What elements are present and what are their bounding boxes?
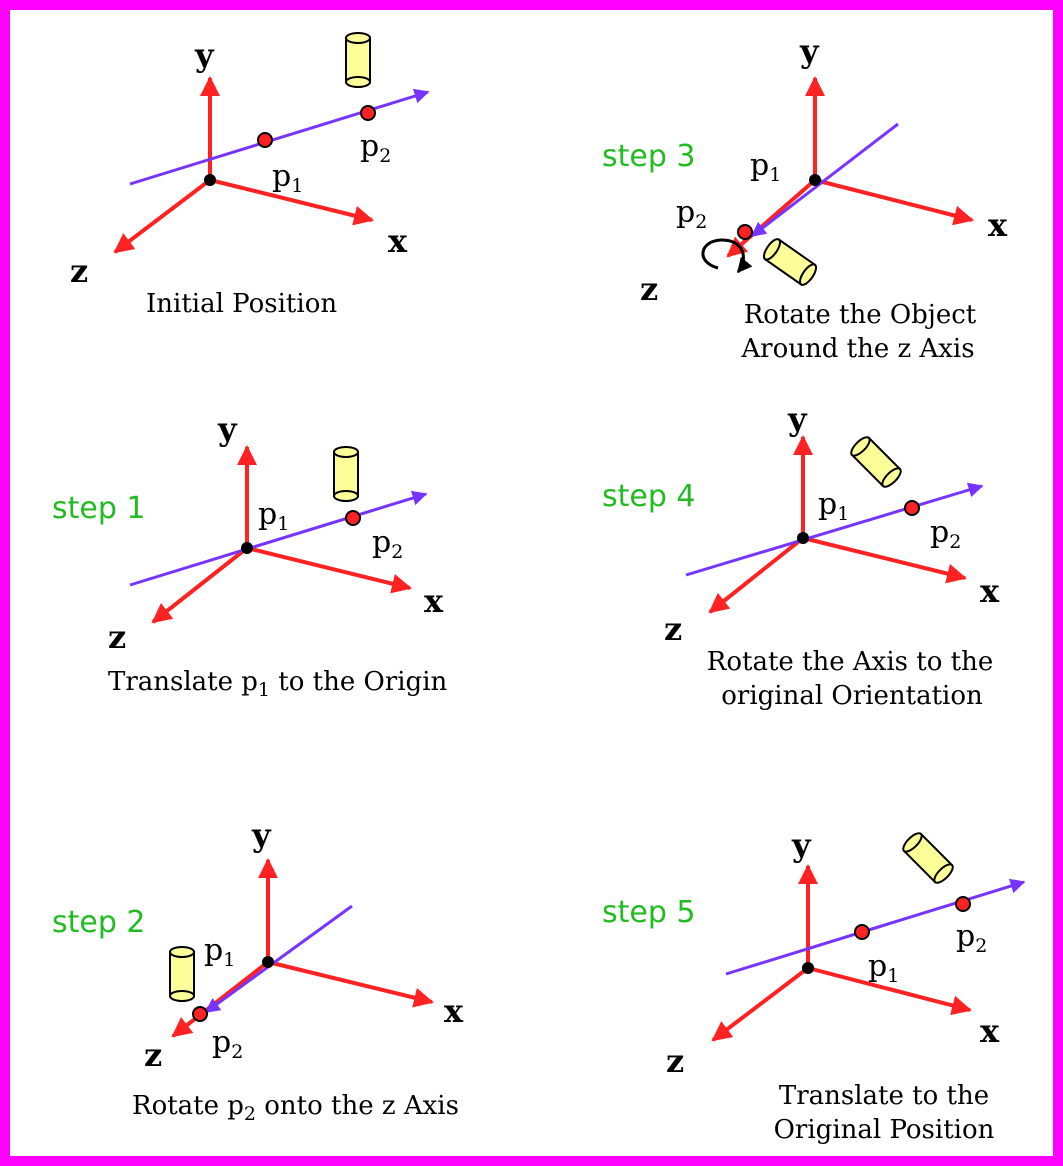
rotation-axis <box>725 878 1026 976</box>
x-axis-label: x <box>424 582 444 620</box>
caption-step5-line2: Original Position <box>774 1115 995 1145</box>
caption-step4-line2: original Orientation <box>721 681 983 711</box>
y-axis-label: y <box>791 826 812 864</box>
p2-label: p2 <box>956 919 987 957</box>
panel-step5: step 5 y x z p1 p2 Translate to the Orig… <box>602 826 1026 1145</box>
p1-point <box>809 174 821 186</box>
p1-label: p1 <box>818 487 849 525</box>
origin-point <box>802 962 814 974</box>
x-axis <box>209 178 374 226</box>
z-axis-label: z <box>640 270 658 308</box>
p1-point <box>854 924 870 940</box>
x-axis-label: x <box>444 992 464 1030</box>
x-axis <box>814 178 974 226</box>
z-axis-label: z <box>664 610 682 648</box>
x-axis <box>246 546 412 594</box>
y-axis-label: y <box>194 36 215 74</box>
caption-step3-line1: Rotate the Object <box>744 300 977 330</box>
z-axis <box>113 178 212 254</box>
cylinder-icon <box>169 946 195 1002</box>
p2-point <box>360 105 376 121</box>
x-axis-label: x <box>980 572 1000 610</box>
step4-label: step 4 <box>602 479 696 514</box>
rotation-axis <box>129 490 428 587</box>
p1-label: p1 <box>750 148 781 186</box>
caption-step2: Rotate p2 onto the z Axis <box>132 1091 459 1125</box>
x-axis-label: x <box>388 222 408 260</box>
p1-label: p1 <box>868 949 899 987</box>
y-axis-label: y <box>787 400 808 438</box>
caption-step1: Translate p1 to the Origin <box>108 667 448 701</box>
rotation-arrow-icon <box>701 238 753 274</box>
p2-point <box>192 1006 208 1022</box>
p2-label: p2 <box>930 515 961 553</box>
caption-step3-line2: Around the z Axis <box>740 334 974 364</box>
panel-step2: step 2 y x z p1 p2 Rotate p2 onto the z … <box>52 816 464 1125</box>
rotation-axis <box>685 482 984 577</box>
x-axis <box>802 536 967 584</box>
panel-step1: step 1 y x z p1 p2 Translate p1 to the O… <box>52 410 448 701</box>
caption-initial: Initial Position <box>146 289 337 319</box>
p2-point <box>904 500 920 516</box>
z-axis-label: z <box>70 252 88 290</box>
cylinder-icon <box>902 832 954 884</box>
p1-label: p1 <box>258 497 289 535</box>
z-axis <box>711 966 810 1042</box>
cylinder-icon <box>333 446 359 502</box>
p2-point <box>345 510 361 526</box>
cylinder-icon <box>762 238 818 286</box>
y-axis-label: y <box>217 410 238 448</box>
z-axis <box>151 546 249 624</box>
p1-point <box>241 542 253 554</box>
step3-label: step 3 <box>602 139 696 174</box>
cylinder-icon <box>345 32 371 88</box>
z-axis <box>708 536 805 614</box>
panel-initial: y x z p1 p2 Initial Position <box>70 32 430 319</box>
p2-label: p2 <box>676 195 707 233</box>
origin-point <box>204 174 216 186</box>
z-axis-label: z <box>144 1036 162 1074</box>
z-axis <box>726 178 817 258</box>
p2-point <box>955 896 971 912</box>
p1-point <box>262 956 274 968</box>
caption-step4-line1: Rotate the Axis to the <box>707 647 993 677</box>
x-axis-label: x <box>980 1012 1000 1050</box>
step1-label: step 1 <box>52 491 146 526</box>
p1-point <box>257 132 273 148</box>
rotation-axis <box>750 122 899 238</box>
panel-step3: step 3 y x z p1 p2 Rotate the Object Aro… <box>602 32 1008 364</box>
z-axis-label: z <box>108 618 126 656</box>
p1-point <box>797 532 809 544</box>
p1-label: p1 <box>204 933 235 971</box>
rotation-axis <box>204 904 353 1014</box>
step2-label: step 2 <box>52 905 146 940</box>
x-axis-label: x <box>988 206 1008 244</box>
x-axis <box>267 960 434 1008</box>
p2-point <box>737 224 753 240</box>
p2-label: p2 <box>212 1025 243 1063</box>
cylinder-icon <box>850 436 902 488</box>
rotation-axis <box>129 88 430 186</box>
step5-label: step 5 <box>602 895 696 930</box>
caption-step5-line1: Translate to the <box>779 1081 989 1111</box>
p2-label: p2 <box>360 129 391 167</box>
p1-label: p1 <box>272 159 303 197</box>
y-axis-label: y <box>251 816 272 854</box>
p2-label: p2 <box>372 525 403 563</box>
x-axis <box>807 966 972 1016</box>
z-axis-label: z <box>666 1042 684 1080</box>
y-axis-label: y <box>799 32 820 70</box>
panel-step4: step 4 y x z p1 p2 Rotate the Axis to th… <box>602 400 1000 711</box>
